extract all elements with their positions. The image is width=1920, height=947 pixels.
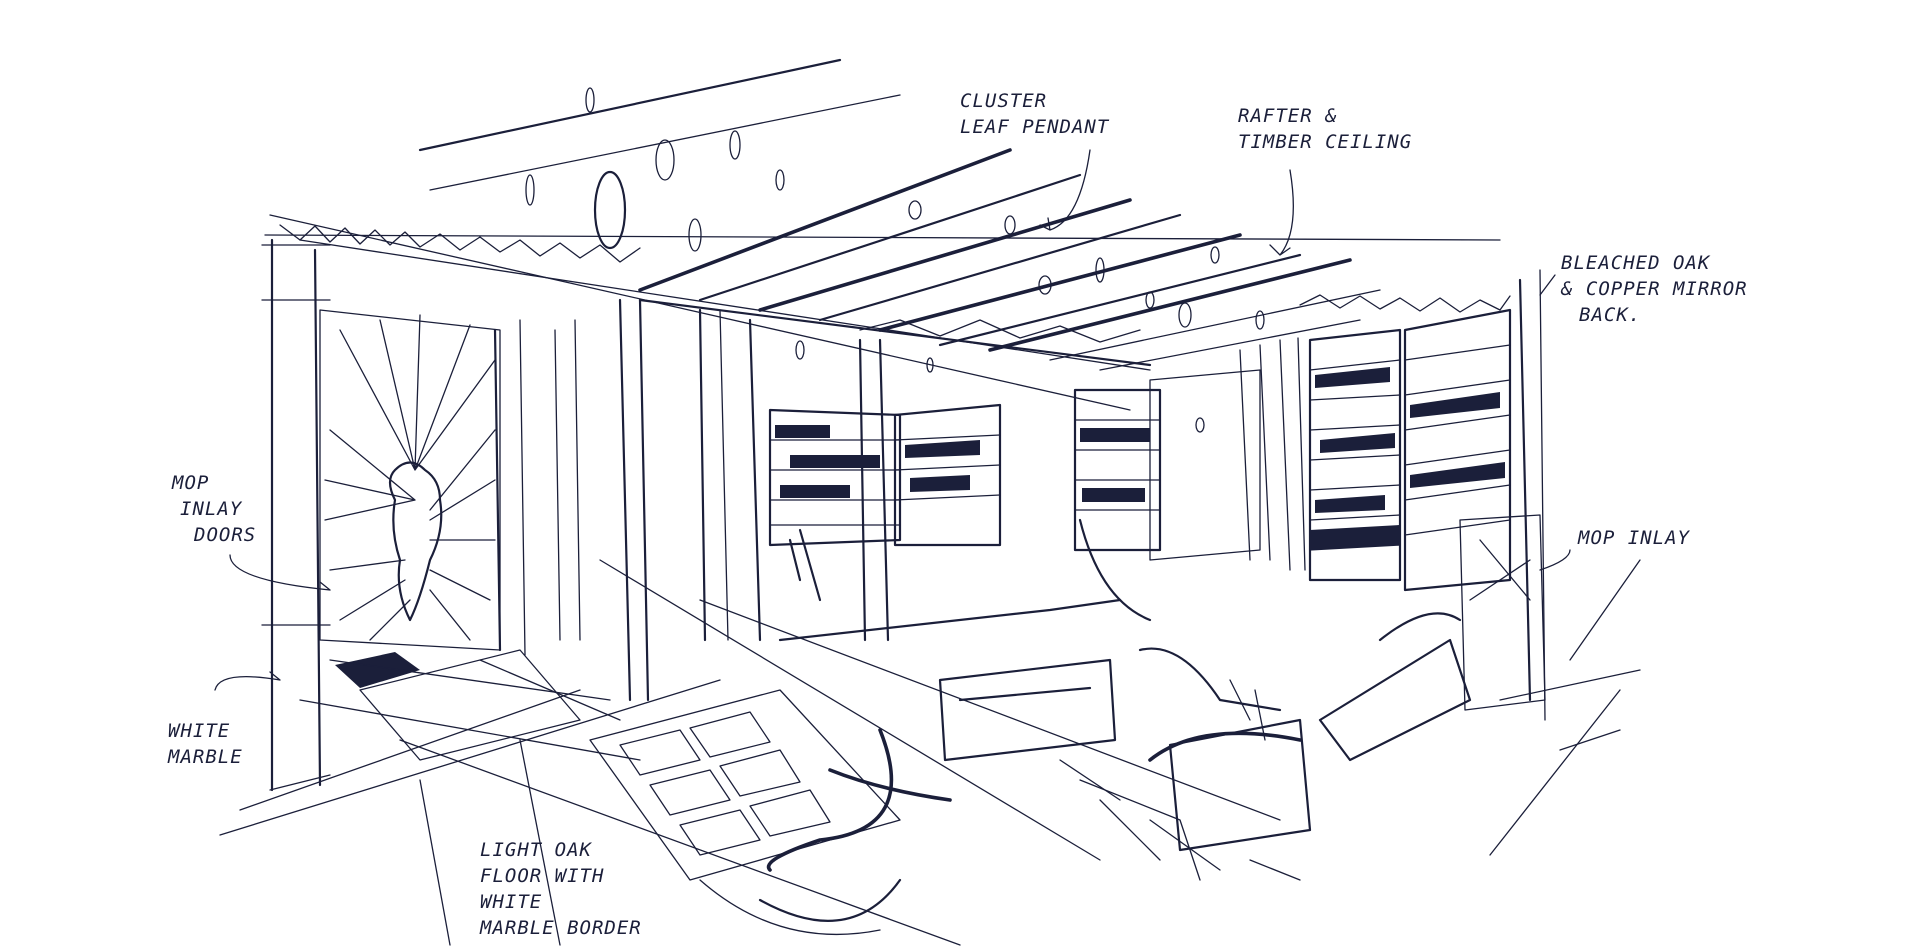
left-columns [261,238,890,792]
mop-inlay-panel [1459,514,1546,711]
bleached-oak-note: BLEACHED OAK & COPPER MIRROR BACK. [1561,252,1748,326]
left-floor [299,649,641,761]
foreground-floor [219,559,1641,946]
bookshelves-right [1149,269,1546,721]
white-marble-note: WHITE MARBLE [168,720,243,768]
cluster-pendant-note: CLUSTER LEAF PENDANT [960,90,1110,138]
bookshelves-center [768,388,1162,552]
lounge-furniture [778,518,1472,852]
mop-sunburst-door [319,309,501,651]
mop-inlay-doors-note: MOP INLAY DOORS [172,472,257,546]
mop-inlay-note: MOP INLAY [1578,527,1690,549]
rafter-ceiling-note: RAFTER & TIMBER CEILING [1238,105,1413,153]
light-oak-floor-note: LIGHT OAK FLOOR WITH WHITE MARBLE BORDER [480,839,642,939]
leaf-pendants [525,87,1265,433]
annotation-leaders [214,149,1571,691]
ceiling-band [264,224,1511,343]
ceiling-rafters [269,58,1381,411]
patterned-rug [589,689,1301,881]
